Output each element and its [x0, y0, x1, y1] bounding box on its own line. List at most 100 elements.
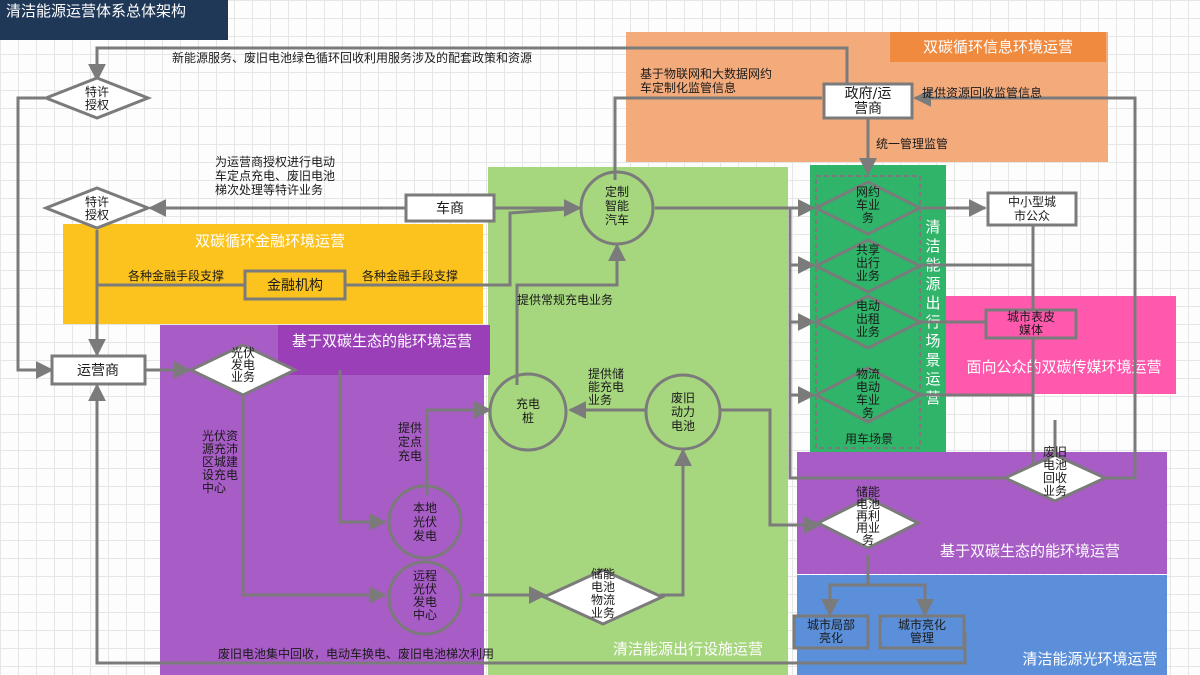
license-diamond-1[interactable]: [41, 76, 153, 120]
remote-pv-label: 远程: [413, 568, 437, 583]
flow-reuse-light2: [868, 583, 934, 617]
ride-hailing-label: 车业: [856, 197, 880, 212]
label-recycle-supervision: 提供资源回收监管信息: [922, 85, 1042, 100]
zone-travel-char: 景: [925, 351, 940, 369]
logistics-label: 车业: [856, 392, 880, 407]
city-light-mgmt-label: 城市亮化: [898, 617, 946, 632]
taxi-diamond[interactable]: [812, 294, 924, 350]
zone-travel-inner: [815, 175, 921, 449]
logistics-label: 电动: [856, 380, 880, 394]
logistics-diamond[interactable]: [812, 366, 924, 424]
storage-reuse-label: 用业: [856, 521, 880, 535]
city-light-mgmt-label: 管理: [910, 630, 934, 645]
pv-service-label: 发电: [231, 357, 255, 372]
license2-label: 特许: [85, 194, 109, 209]
label-authorize: 车定点充电、废旧电池: [215, 168, 335, 183]
small-city-label: 中小型城: [1008, 194, 1056, 209]
small-city-box[interactable]: [986, 191, 1078, 227]
storage-reuse-label: 再利: [856, 509, 880, 523]
license1-label: 授权: [85, 97, 109, 112]
flow-pv-remote: [241, 395, 387, 604]
battery-recycle-label: 废旧: [1043, 444, 1067, 459]
flow-finance-right: [345, 206, 581, 287]
logistics-label: 物流: [856, 367, 880, 381]
license-diamond-2[interactable]: [41, 186, 153, 230]
sharing-label: 共享: [856, 242, 880, 257]
car-dealer-box[interactable]: [404, 193, 496, 223]
flow-car-gov: [613, 96, 822, 180]
finance-org-box[interactable]: [243, 269, 347, 301]
zone-info-label: 双碳循环信息环境运营: [923, 38, 1073, 56]
flow-reuse-light: [821, 555, 870, 617]
zone-facility-label: 清洁能源出行设施运营: [613, 640, 763, 658]
label-fixed-charge: 定点: [398, 434, 422, 449]
zone-media-label: 面向公众的双碳传媒环境运营: [966, 358, 1161, 376]
storage-logistics-label: 电池: [591, 580, 615, 594]
label-bottom-flow: 废旧电池集中回收，电动车换电、废旧电池梯次利用: [218, 646, 494, 661]
label-storage-charge: 提供储: [588, 366, 624, 381]
remote-pv-circle[interactable]: [387, 560, 463, 636]
battery-recycle-label: 业务: [1043, 483, 1067, 498]
small-city-label: 市公众: [1014, 208, 1050, 223]
zone-travel-char: 营: [925, 389, 940, 407]
car-dealer-label: 车商: [436, 200, 464, 217]
city-light-mgmt-box[interactable]: [878, 614, 966, 650]
city-media-box[interactable]: [984, 308, 1078, 340]
old-battery-circle[interactable]: [644, 373, 722, 451]
local-pv-circle[interactable]: [387, 484, 463, 560]
storage-logistics-label: 业务: [591, 605, 615, 620]
storage-reuse-diamond[interactable]: [814, 496, 922, 550]
gov-operator-box[interactable]: [822, 82, 914, 120]
remote-pv-label: 光伏: [413, 582, 437, 596]
flow-pv-local: [338, 370, 387, 531]
pv-service-diamond[interactable]: [187, 343, 299, 397]
license2-label: 授权: [85, 207, 109, 222]
label-pv-resources: 中心: [202, 480, 226, 495]
label-top-policy: 新能源服务、废旧电池绿色循环回收利用服务涉及的配套政策和资源: [172, 50, 532, 65]
flow-storage-battery: [660, 448, 692, 597]
edge-labels: 基于物联网和大数据网约车定制化监管信息为运营商授权进行电动车定点充电、废旧电池梯…: [202, 66, 772, 495]
city-local-light-box[interactable]: [792, 614, 870, 650]
charge-pile-circle[interactable]: [488, 372, 568, 452]
zone-travel-char: 清: [925, 218, 940, 236]
smart-car-circle[interactable]: [579, 170, 655, 246]
local-pv-label: 光伏: [413, 515, 437, 529]
storage-logistics-diamond[interactable]: [540, 568, 666, 626]
local-pv-label: 本地: [413, 501, 437, 515]
label-iot-info: 车定制化监管信息: [640, 80, 736, 95]
city-media-label: 媒体: [1019, 323, 1043, 337]
battery-recycle-label: 回收: [1043, 471, 1067, 485]
zone-travel-char: 运: [925, 370, 940, 388]
flow-bus-share: [788, 208, 1010, 480]
pv-service-label: 光伏: [231, 346, 255, 360]
city-local-light-label: 亮化: [819, 630, 843, 645]
battery-recycle-diamond[interactable]: [1001, 453, 1109, 503]
sharing-label: 业务: [856, 268, 880, 283]
zone-travel-char: 场: [925, 332, 940, 350]
label-authorize: 为运营商授权进行电动: [215, 154, 335, 169]
label-pv-resources: 区城建: [202, 455, 238, 469]
sharing-diamond[interactable]: [812, 238, 924, 294]
remote-pv-label: 发电: [413, 594, 437, 609]
ride-hailing-diamond[interactable]: [812, 180, 924, 236]
ride-hailing-label: 网约: [856, 184, 880, 199]
label-iot-info: 基于物联网和大数据网约: [640, 66, 772, 81]
page-title: 清洁能源运营体系总体架构: [0, 0, 228, 40]
zone-eco-left-label: 基于双碳生态的能环境运营: [292, 332, 472, 350]
charge-pile-label: 桩: [522, 410, 534, 425]
zone-travel-char: 出: [925, 294, 940, 312]
local-pv-label: 发电: [413, 528, 437, 543]
smart-car-label: 定制: [605, 184, 629, 199]
flow-battery-reuse: [720, 408, 822, 534]
ride-hailing-label: 务: [862, 210, 874, 225]
node-labels: 政府/运营商特许授权特许授权光伏发电业务定制智能汽车充电桩废旧动力电池本地光伏发…: [85, 84, 1067, 645]
old-battery-label: 电池: [671, 419, 695, 433]
taxi-label: 出租: [856, 312, 880, 326]
zone-eco-left-tag: [278, 325, 490, 375]
storage-logistics-label: 储能: [591, 566, 615, 581]
city-local-light-label: 城市局部: [807, 617, 855, 632]
operator-box[interactable]: [50, 354, 147, 386]
label-storage-charge: 业务: [588, 392, 612, 407]
